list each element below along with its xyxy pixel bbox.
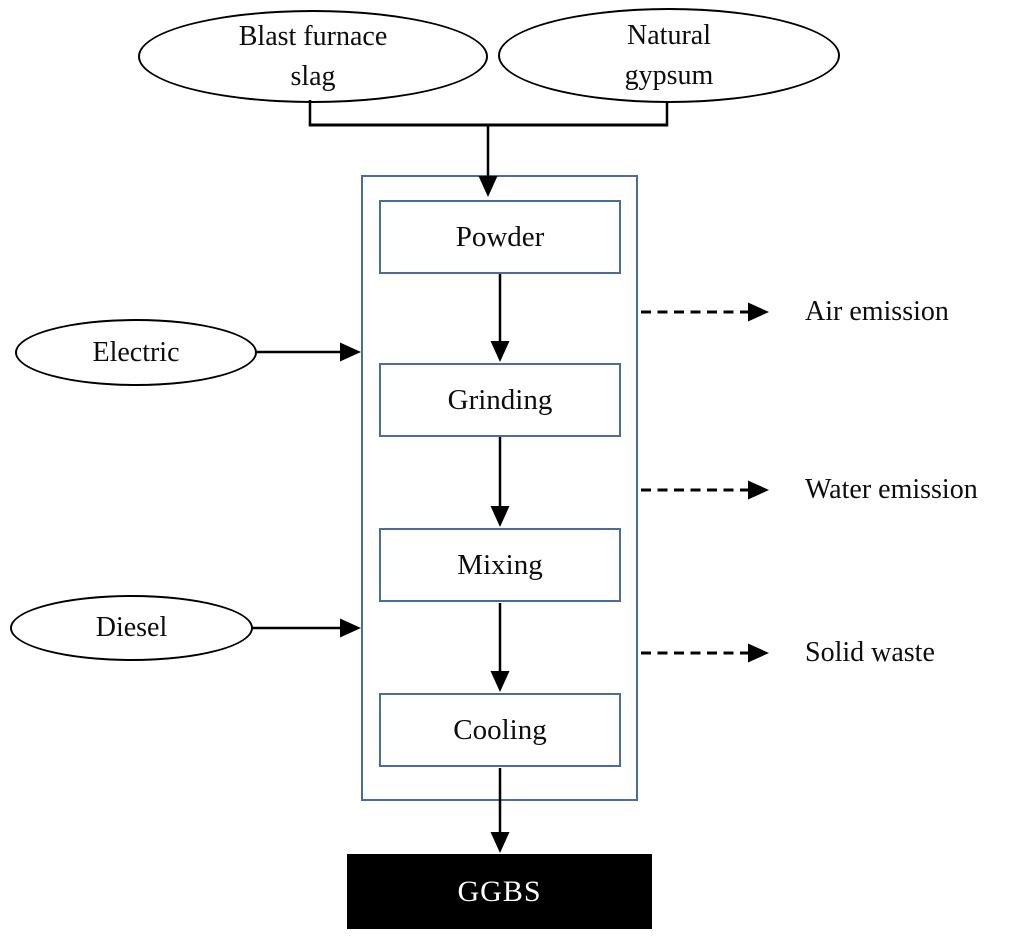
node-electric-label: Electric — [92, 336, 180, 368]
step-cooling: Cooling — [379, 693, 621, 767]
node-ggbs-label: GGBS — [457, 874, 542, 908]
node-diesel: Diesel — [10, 595, 253, 661]
arrowhead-solid-waste — [748, 643, 769, 663]
label-solid-waste: Solid waste — [805, 637, 935, 668]
node-blast-furnace-slag: Blast furnace slag — [138, 10, 488, 103]
arrowhead-ggbs — [490, 832, 510, 853]
label-air-emission: Air emission — [805, 296, 949, 327]
step-powder: Powder — [379, 200, 621, 274]
arrowhead-diesel — [340, 618, 361, 638]
arrowhead-electric — [340, 342, 361, 362]
step-powder-label: Powder — [455, 220, 545, 253]
step-grinding-label: Grinding — [447, 383, 553, 416]
node-diesel-label: Diesel — [95, 612, 168, 643]
arrowhead-water-emission — [748, 480, 769, 500]
step-cooling-label: Cooling — [453, 713, 547, 746]
step-grinding: Grinding — [379, 363, 621, 437]
step-mixing-label: Mixing — [457, 548, 543, 581]
node-electric: Electric — [15, 319, 257, 386]
node-ggbs-output: GGBS — [347, 854, 652, 929]
step-mixing: Mixing — [379, 528, 621, 602]
label-water-emission: Water emission — [805, 474, 978, 505]
arrowhead-air-emission — [748, 302, 769, 322]
node-blast-furnace-slag-label: Blast furnace slag — [238, 20, 388, 92]
node-natural-gypsum: Natural gypsum — [498, 8, 840, 103]
node-natural-gypsum-label: Natural gypsum — [624, 19, 714, 91]
